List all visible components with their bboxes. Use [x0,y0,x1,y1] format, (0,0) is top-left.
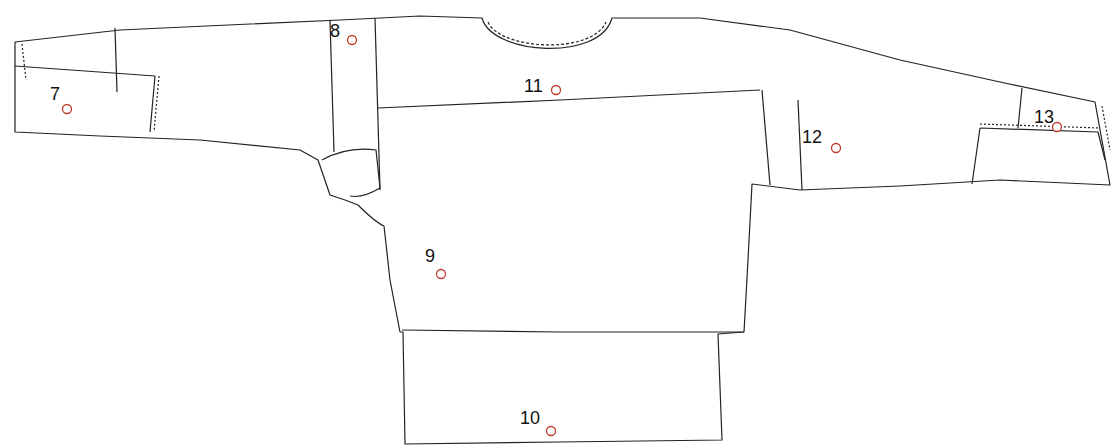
callout-number: 9 [425,247,435,265]
cuff-end [1102,106,1110,150]
garment-outline [15,16,1110,444]
sample-point [552,86,561,95]
callout-number: 12 [802,128,822,146]
sleeve-seam [1018,88,1022,128]
sleeve-seam [798,100,802,190]
sample-point [832,144,841,153]
callout-number: 8 [330,22,340,40]
sample-point [547,427,556,436]
sample-point [437,270,446,279]
callout-number: 7 [50,85,60,103]
sleeve-seam [115,28,117,92]
callout-number: 11 [524,77,543,95]
cuff-edge [154,76,159,132]
callout-number: 13 [1034,108,1054,126]
callout-number: 10 [520,409,540,427]
sample-point [63,105,72,114]
band-seam [402,330,744,332]
gusset [322,149,380,196]
neck-edge [488,22,606,45]
sample-point [348,36,357,45]
cuff-end [22,44,26,80]
cuff [15,66,155,132]
armhole-seam [762,90,770,185]
yoke-seam [378,90,760,108]
cuff [972,128,1105,184]
